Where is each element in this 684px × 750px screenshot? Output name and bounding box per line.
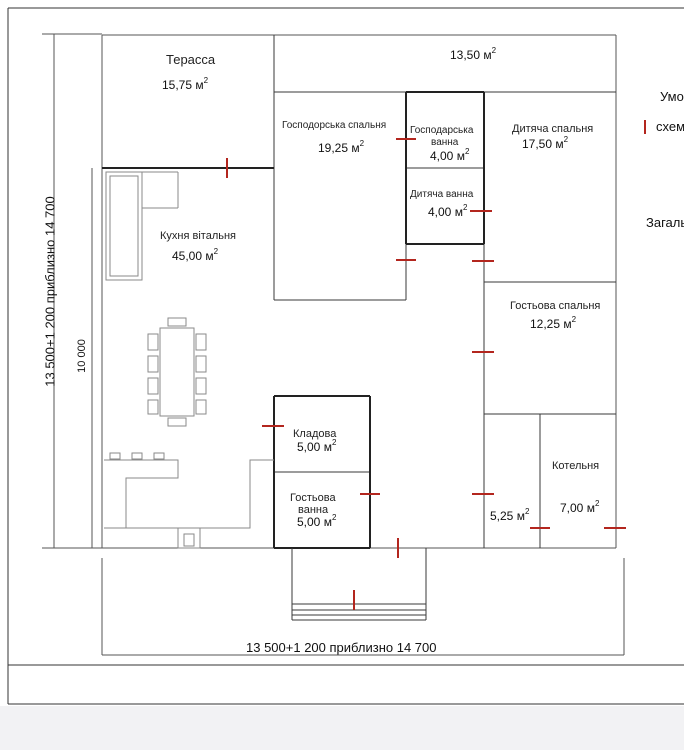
room-kitchen-living-area: 45,00 м2	[172, 247, 219, 263]
dimension-bottom: 13 500+1 200 приблизно 14 700	[246, 640, 437, 655]
page-footer-area	[0, 706, 684, 750]
room-terrace-name: Терасса	[166, 52, 216, 67]
drawing-sheet: Терасса 15,75 м2 13,50 м2 Господорська с…	[0, 0, 684, 706]
dimension-inner-left: 10 000	[76, 339, 88, 373]
sheet-frame	[7, 7, 684, 705]
room-boiler-area: 7,00 м2	[560, 499, 600, 515]
room-guest-bath-name-line1: Гостьова	[290, 492, 336, 504]
room-master-bath-area: 4,00 м2	[430, 147, 470, 163]
room-master-bath-name-line1: Господарська	[410, 125, 474, 136]
room-guest-bath-name-line2: ванна	[298, 504, 329, 516]
room-master-bedroom-area: 19,25 м2	[318, 139, 365, 155]
sofa	[105, 171, 179, 281]
room-guest-bath-area: 5,00 м2	[297, 513, 337, 529]
room-pantry-name: Кладова	[293, 428, 337, 440]
room-kids-bath-area: 4,00 м2	[428, 203, 468, 219]
side-legend-line2: схем	[656, 119, 684, 134]
floor-plan	[7, 7, 684, 705]
porch-steps	[291, 548, 427, 621]
side-legend-line1: Умо	[660, 89, 684, 104]
side-legend-line3: Загаль	[646, 215, 684, 230]
room-master-bedroom-name: Господорська спальня	[282, 120, 387, 131]
dining-table	[147, 317, 207, 427]
room-boiler-name: Котельня	[552, 460, 600, 472]
room-kids-bedroom-area: 17,50 м2	[522, 135, 569, 151]
room-pantry-area: 5,00 м2	[297, 438, 337, 454]
room-terrace-area: 15,75 м2	[162, 76, 209, 92]
dimension-lines	[42, 33, 625, 656]
door-markers	[226, 120, 646, 610]
dimension-left: 13 500+1 200 приблизно 14 700	[42, 196, 58, 387]
room-guest-bedroom-name: Гостьова спальня	[510, 300, 601, 312]
room-master-bath-name-line2: ванна	[431, 137, 459, 148]
room-top-strip-area: 13,50 м2	[450, 46, 497, 62]
room-small-area: 5,25 м2	[490, 507, 530, 523]
room-guest-bedroom-area: 12,25 м2	[530, 315, 577, 331]
room-kids-bedroom-name: Дитяча спальня	[512, 123, 594, 135]
interior-walls	[102, 35, 616, 548]
room-kitchen-living-name: Кухня вітальня	[160, 230, 236, 242]
room-kids-bath-name: Дитяча ванна	[410, 189, 474, 200]
kitchen-counter	[104, 452, 274, 549]
thick-walls	[102, 91, 485, 549]
outer-walls	[101, 34, 617, 549]
